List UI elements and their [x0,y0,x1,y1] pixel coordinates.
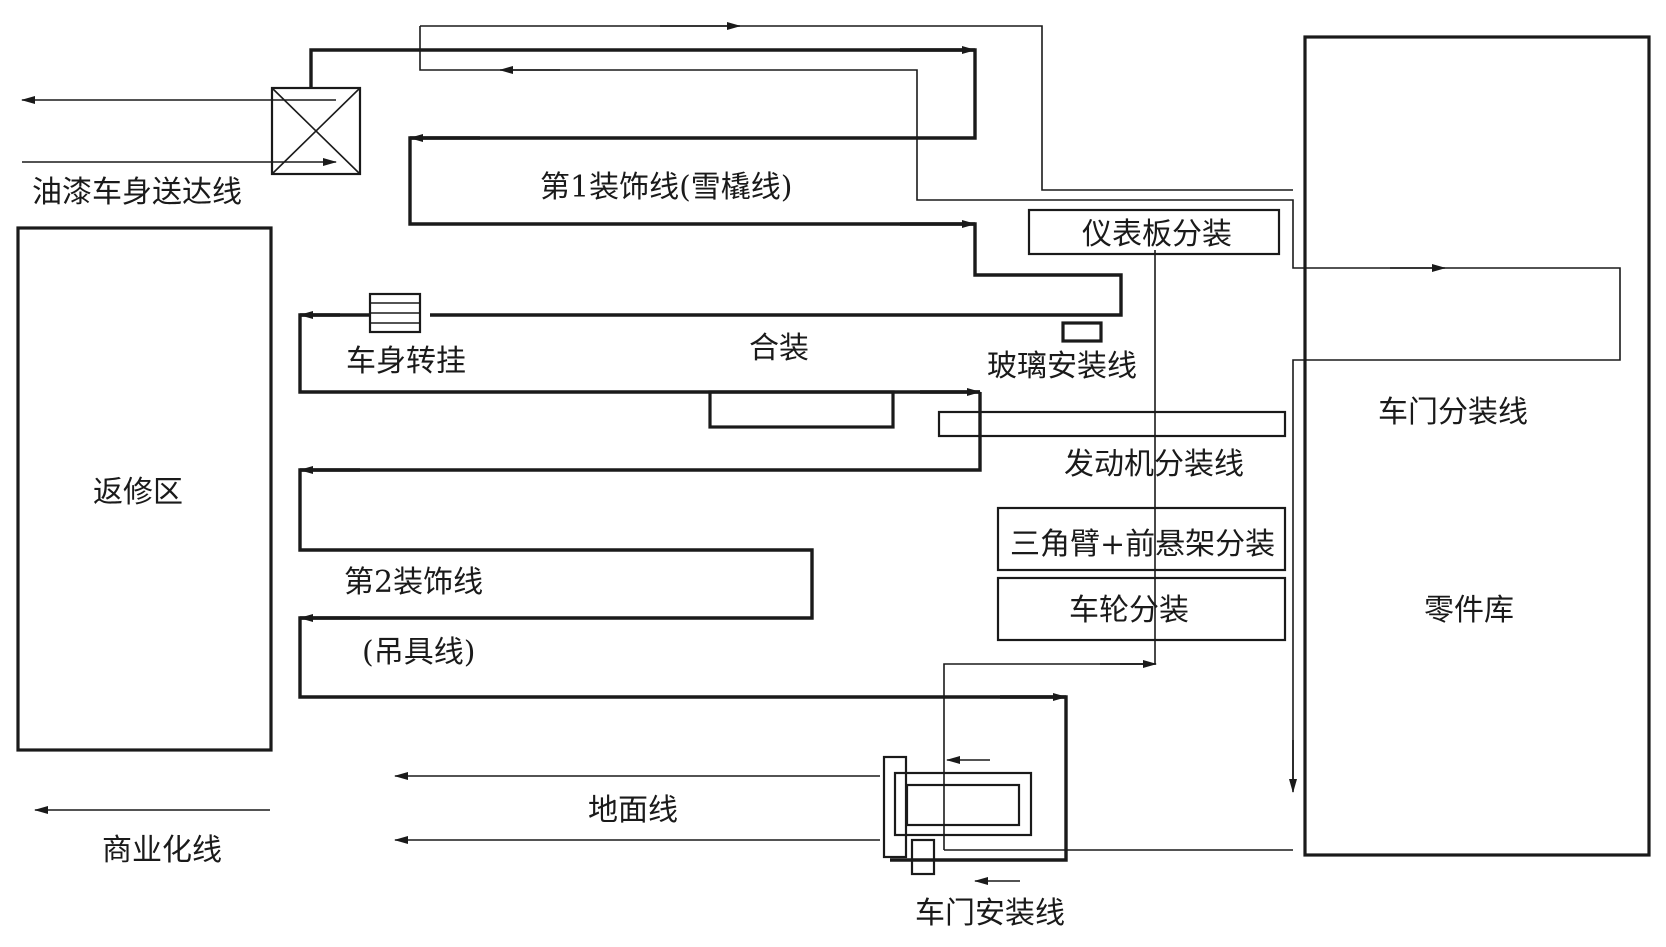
triangle-arm-front-suspension-label: 三角臂+前悬架分装 [1010,527,1275,562]
body-transfer-label: 车身转挂 [346,344,466,379]
commercial-line: 商业化线 [34,806,270,868]
commercial-line-label: 商业化线 [102,833,222,868]
engine-subassembly: 发动机分装线 [937,410,1287,482]
trim-line-1-label: 第1装饰线(雪橇线) [540,170,793,205]
marriage-station [708,390,895,429]
glass-install-line-label: 玻璃安装线 [987,349,1137,384]
ip-subassembly-label: 仪表板分装 [1082,217,1232,252]
door-install-frame-inner [905,783,1021,827]
parts-warehouse-label: 零件库 [1424,593,1514,628]
repair-area-label: 返修区 [93,475,183,510]
supply-top-route [420,25,1293,191]
parts-supply-line [419,26,1621,790]
door-install-line-label: 车门安装线 [915,896,1065,931]
trim-line-2-label: 第2装饰线 [344,565,483,600]
ground-line: 地面线 [394,772,880,844]
door-install: 车门安装线 [882,755,1065,931]
transfer-station [270,86,362,176]
trim-line-1-path [309,48,1123,317]
paint-body-line-label: 油漆车身送达线 [32,175,242,210]
paint-body-delivery: 油漆车身送达线 [21,86,362,210]
parts-warehouse: 车门分装线 零件库 [1303,35,1651,857]
trim-line-2: 第2装饰线 (吊具线) [298,392,1068,862]
door-install-frame-outer [893,771,1033,837]
ip-subassembly: 仪表板分装 [1027,208,1281,256]
glass-install: 玻璃安装线 [987,321,1137,384]
wheel-subassembly: 车轮分装 [996,576,1287,642]
wheel-subassembly-label: 车轮分装 [1069,593,1189,628]
repair-area: 返修区 [16,226,273,752]
body-transfer-hanger [368,292,422,334]
body-transfer: 车身转挂 合装 [298,292,981,429]
door-subassembly-line-label: 车门分装线 [1378,395,1528,430]
ground-line-label: 地面线 [588,793,678,828]
trim-line-2-path [298,392,1068,862]
marriage-label: 合装 [749,331,809,366]
door-install-foot [910,838,936,876]
engine-subassembly-line-label: 发动机分装线 [1064,447,1244,482]
door-feed-line [943,663,1155,850]
triangle-arm-front-suspension: 三角臂+前悬架分装 [996,506,1287,572]
trim-line-1: 第1装饰线(雪橇线) [309,46,1123,317]
hoist-line-label: (吊具线) [362,635,475,670]
glass-install-station [1061,321,1103,343]
